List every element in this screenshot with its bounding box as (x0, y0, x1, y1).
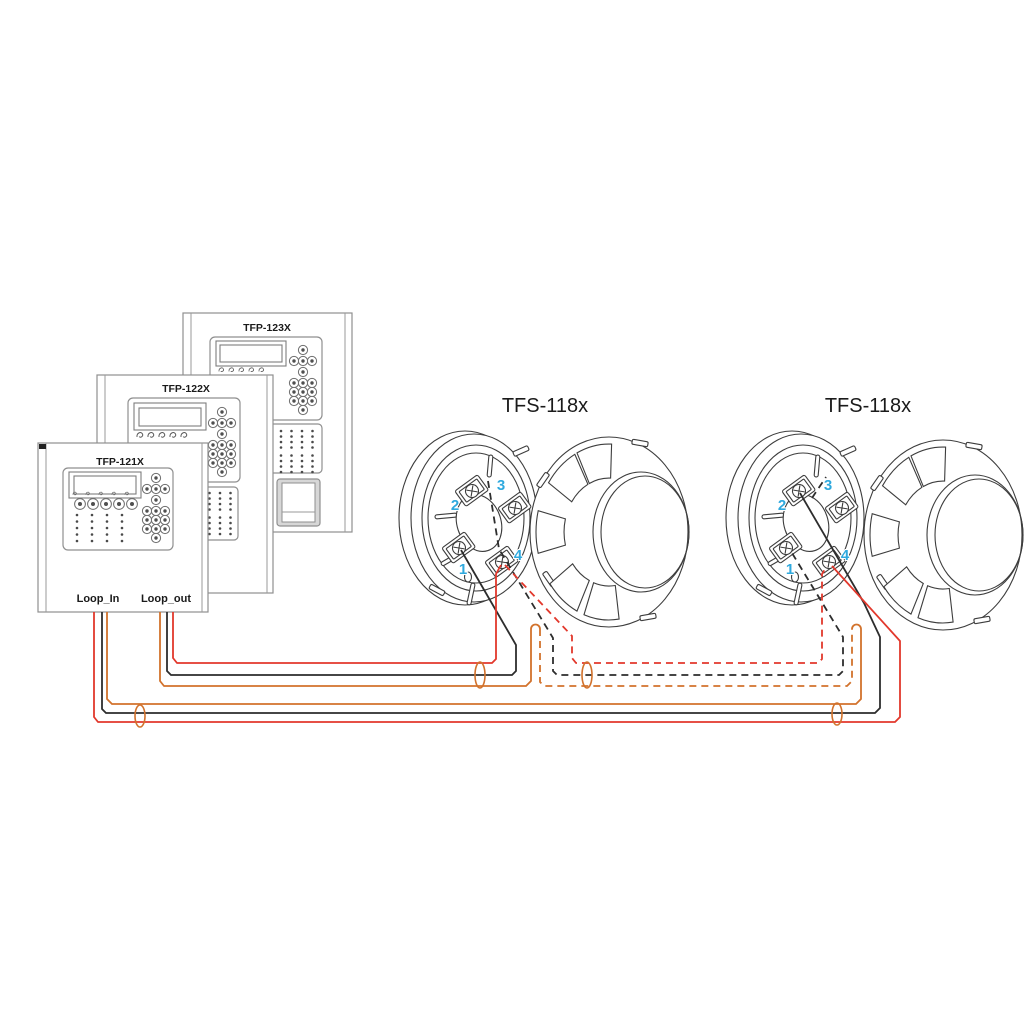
detector-left-title: TFS-118x (502, 395, 588, 417)
wire-screen-loopout-to-detector1 (159, 612, 541, 687)
wire-screen-detector2-to-loopin (106, 612, 862, 705)
wires-screen-orange (106, 612, 862, 705)
detector-right-title: TFS-118x (825, 395, 911, 417)
wires-black-loop-minus (101, 476, 881, 714)
wires-red-dashed-between-detectors (504, 564, 828, 664)
wire-red-loopout-to-detector1 (172, 564, 502, 664)
detector-left-terminal-3-label: 3 (497, 477, 505, 494)
detector-right: TFS-118x (725, 395, 1024, 631)
wire-black-detector2-to-loopin (101, 492, 881, 714)
loop-out-label: Loop_out (141, 593, 191, 605)
cable-markers (134, 661, 843, 728)
panel-121x-hinge (39, 444, 46, 449)
loop-in-label: Loop_In (77, 593, 120, 605)
detector-right-terminal-1-label: 1 (786, 561, 794, 578)
terminal-numbers: 2 3 1 4 2 3 1 4 (450, 476, 851, 579)
wire-red-detector2-to-loopin (93, 565, 901, 723)
cable-marker-loopin-run (134, 704, 146, 728)
cable-marker-loopout-run (474, 661, 486, 689)
panel-123x-title: TFP-123X (243, 322, 291, 334)
wires-black-dashed-between-detectors (487, 476, 844, 676)
cable-marker-interdetector-run (581, 661, 593, 689)
panel-tfp-121x: TFP-121X Loop_In Loop_out (37, 442, 209, 613)
detector-left-terminal-1-label: 1 (459, 561, 467, 578)
detector-right-terminal-2-label: 2 (778, 497, 786, 514)
panel-122x-title: TFP-122X (162, 383, 210, 395)
detector-right-head (863, 439, 1024, 631)
detector-right-terminal-3-label: 3 (824, 477, 832, 494)
detector-left-head (529, 436, 690, 628)
detector-left-terminal-4-label: 4 (514, 547, 523, 564)
wires-red-loop-plus (93, 564, 901, 723)
detector-left: TFS-118x (398, 395, 690, 628)
wire-black-loopout-to-detector1 (166, 549, 517, 676)
panel-121x-title: TFP-121X (96, 456, 144, 468)
panel-123x-key-switch (276, 478, 321, 527)
wire-screen-dashed-between-detectors (539, 629, 853, 687)
detector-right-terminal-4-label: 4 (841, 547, 850, 564)
detector-left-base (398, 430, 538, 606)
cable-marker-return-run (831, 702, 843, 726)
panel-121x-function-buttons (72, 491, 138, 510)
detector-left-terminal-2-label: 2 (451, 497, 459, 514)
detector-right-base (725, 430, 865, 606)
